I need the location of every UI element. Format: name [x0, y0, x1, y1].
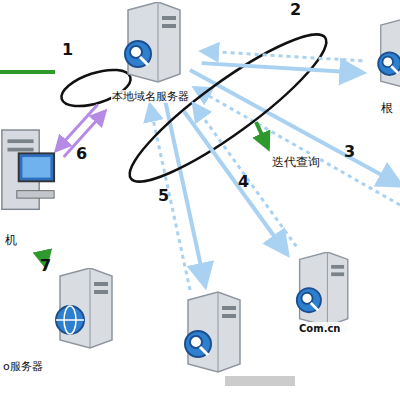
query-arrow: [202, 51, 362, 61]
node-label: 本地域名服务器: [111, 90, 190, 103]
node-label: Com.cn: [298, 322, 341, 335]
server-icon: [0, 124, 56, 220]
query-arrow: [184, 112, 287, 254]
callout-number: 3: [344, 142, 355, 161]
local-dns-server: 本地域名服务器: [100, 2, 200, 106]
server-icon: [185, 292, 240, 372]
web-server: o服务器: [2, 268, 114, 378]
reply-line: [150, 105, 190, 290]
callout-number: 1: [62, 40, 73, 59]
server-icon: [118, 2, 182, 84]
server-icon: [50, 268, 114, 350]
blurred-label: [225, 376, 295, 386]
callout-number: 7: [40, 256, 51, 275]
query-line: [165, 100, 205, 285]
query-arrow: [194, 104, 297, 246]
pointer-arrow: [256, 122, 268, 148]
server-icon: [290, 252, 350, 328]
query-arrow: [202, 63, 362, 73]
callout-number: 5: [158, 186, 169, 205]
annotation-label: 迭代查询: [272, 154, 320, 171]
node-label: 机: [4, 234, 18, 247]
callout-number: 4: [238, 172, 249, 191]
com-cn-server: Com.cn: [284, 252, 364, 338]
node-label: o服务器: [2, 360, 44, 373]
server-icon: [372, 18, 400, 90]
node-label: 根: [380, 102, 394, 115]
query-arrow: [56, 105, 97, 151]
green-line: [0, 70, 55, 74]
callout-number: 6: [76, 144, 87, 163]
root-dns-server: 根: [364, 18, 400, 118]
host-computer: 机: [0, 124, 58, 252]
callout-number: 2: [290, 0, 301, 19]
